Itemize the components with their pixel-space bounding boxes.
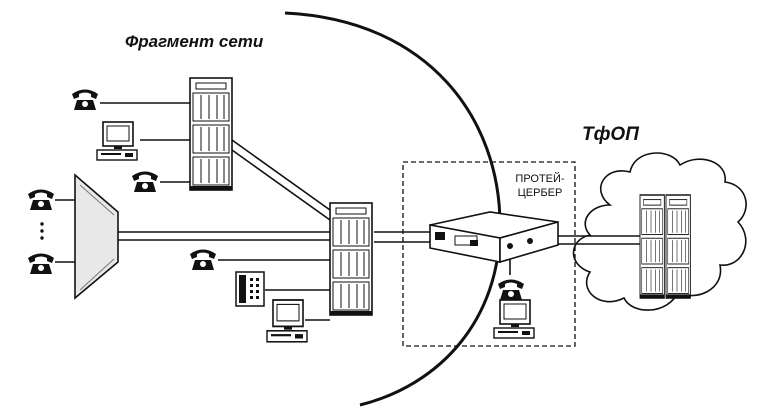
computer-icon — [96, 121, 138, 161]
pbx-trapezoid-icon — [74, 173, 119, 300]
telephone-icon — [28, 189, 54, 210]
gateway-zone-box — [402, 161, 576, 347]
desk-telephone-icon — [235, 271, 265, 307]
continuation-dots — [40, 222, 44, 240]
device-label: ПРОТЕЙ- ЦЕРБЕР — [507, 172, 573, 200]
network-fragment-title: Фрагмент сети — [125, 32, 264, 51]
link-rack1-rack2-b — [231, 149, 331, 221]
telephone-icon — [190, 249, 216, 270]
computer-icon — [493, 299, 535, 339]
server-rack-icon — [189, 77, 233, 191]
telephone-icon — [28, 253, 54, 274]
telephone-icon — [72, 89, 98, 110]
link-rack1-rack2-a — [231, 139, 331, 211]
network-boundary-arc — [284, 11, 502, 407]
server-rack-icon — [329, 202, 373, 316]
pstn-title: ТфОП — [582, 124, 639, 145]
telephone-icon — [498, 279, 524, 300]
protei-cerber-device-icon — [429, 211, 559, 264]
device-label-line1: ПРОТЕЙ- — [515, 173, 565, 185]
computer-icon — [266, 299, 308, 343]
device-label-line2: ЦЕРБЕР — [517, 187, 563, 199]
telephone-icon — [132, 171, 158, 192]
